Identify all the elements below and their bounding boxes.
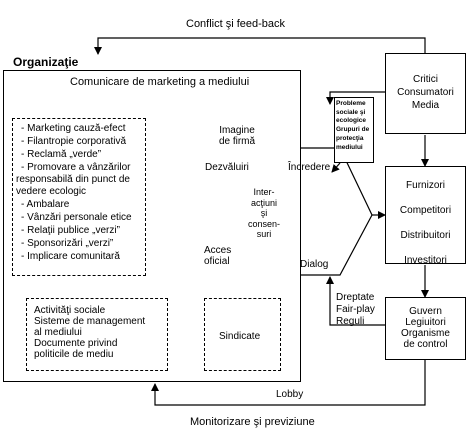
critics-text: Critici Consumatori Media — [397, 74, 454, 111]
social-activities-text: Activităţi sociale Sisteme de management… — [34, 305, 146, 360]
list-item: - Promovare a vânzărilor — [21, 162, 131, 173]
gov-to-dialog-arrow — [326, 276, 385, 326]
lobby-label: Lobby — [276, 389, 304, 400]
list-item: - Vânzări personale etice — [21, 212, 132, 223]
list-item: - Relaţii publice „verzi” — [21, 225, 120, 236]
interaction-label: Inter- acţiuni şi consen- suri — [247, 187, 281, 239]
list-item: - Ambalare — [21, 199, 70, 210]
list-item: vedere ecologic — [16, 186, 87, 197]
critics-box — [385, 53, 466, 134]
unions-box — [204, 298, 281, 371]
dialog-label: Dialog — [300, 259, 329, 270]
list-item: - Marketing cauză-efect — [21, 123, 126, 134]
critici-to-issues-arrow — [326, 91, 385, 105]
issues-to-hex-arrow — [331, 162, 341, 173]
monitoring-label: Monitorizare şi previziune — [190, 416, 315, 428]
government-text: Guvern Legiuitori Organisme de control — [401, 306, 450, 350]
list-item: responsabilă din punct de — [16, 174, 130, 185]
government-box — [385, 297, 466, 360]
disclosure-label: Dezvăluiri — [205, 162, 249, 173]
official-access-label: Acces oficial — [204, 245, 232, 267]
trust-label: Încredere — [288, 162, 331, 173]
fairness-label: Dreptate Fair-play Reguli — [336, 292, 375, 327]
stakeholders-box — [385, 166, 466, 264]
list-item: - Sponsorizări „verzi” — [21, 238, 114, 249]
stakeholders-text: Furnizori Competitori Distribuitori Inve… — [399, 180, 452, 266]
organization-box — [3, 70, 301, 382]
list-item: - Filantropie corporativă — [21, 136, 127, 147]
unions-label: Sindicate — [219, 331, 261, 342]
social-activities-box — [26, 298, 168, 371]
list-item: - Reclamă „verde” — [21, 149, 102, 160]
issues-box — [334, 97, 374, 163]
issues-text: Probleme sociale şi ecologice Grupuri de… — [336, 100, 370, 151]
feedback-label: Conflict şi feed-back — [186, 18, 286, 30]
list-item: - Implicare comunitară — [21, 251, 120, 262]
organization-title: Organizaţie — [12, 55, 80, 69]
organization-subtitle: Comunicare de marketing a mediului — [70, 76, 250, 88]
marketing-list-box — [12, 118, 146, 276]
company-image-label: Imagine de firmă — [218, 125, 256, 147]
